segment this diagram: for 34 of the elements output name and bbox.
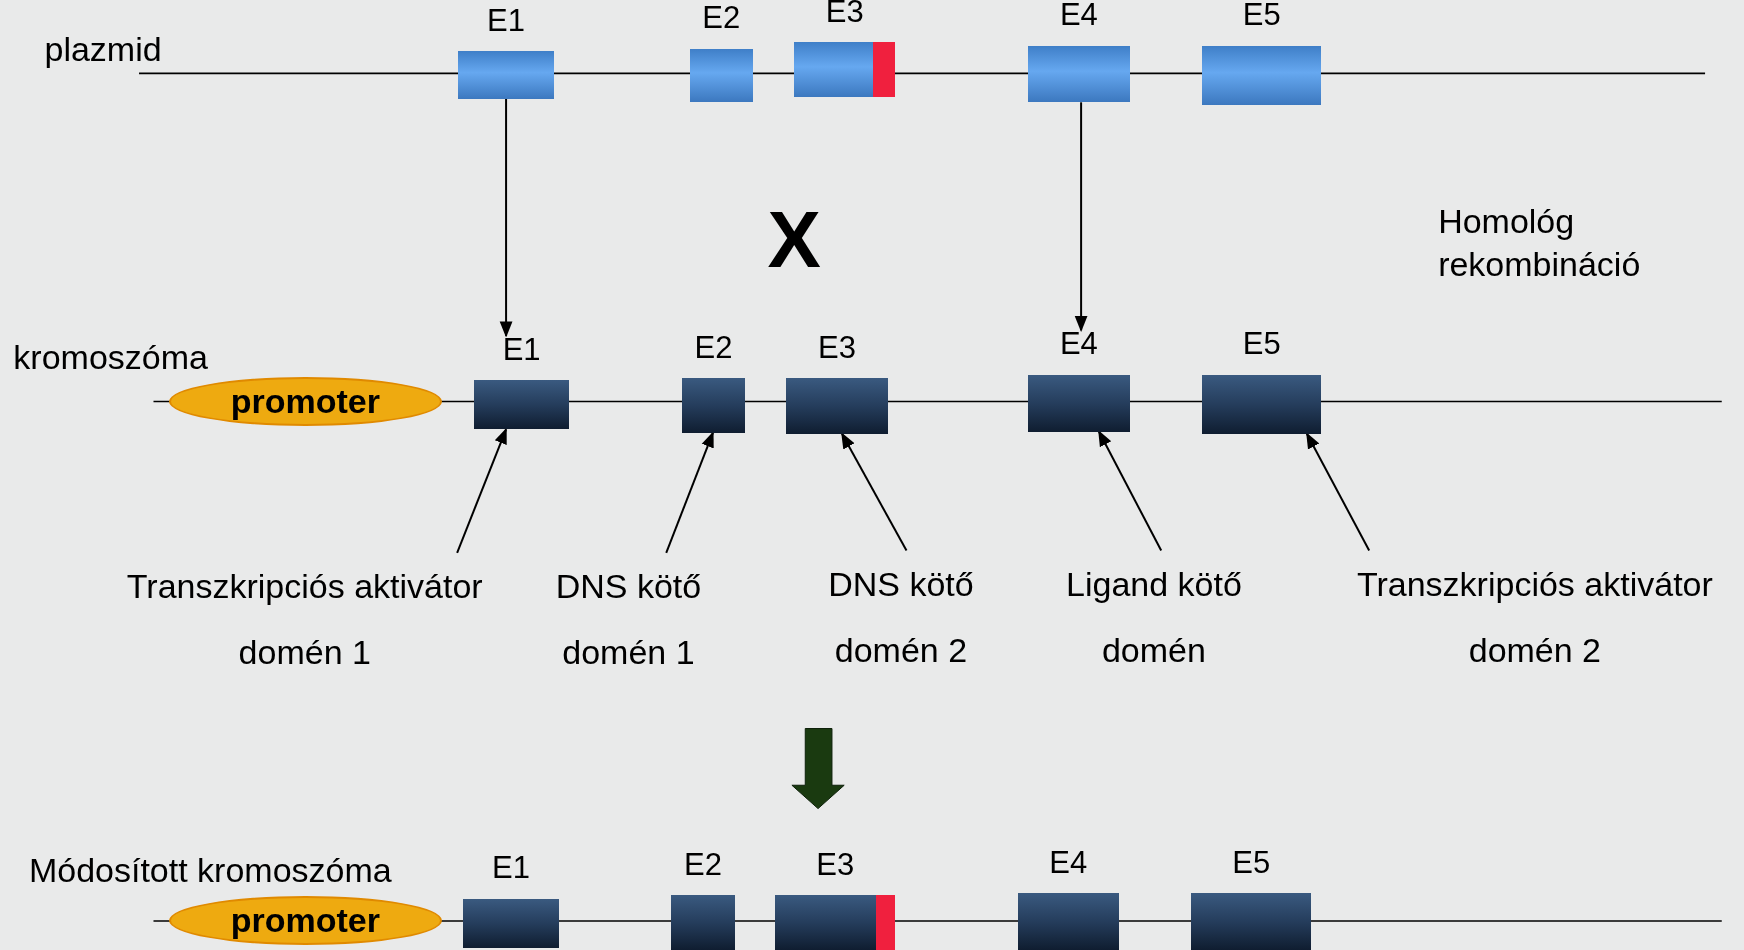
exon-label: E5	[1241, 326, 1282, 363]
leader-arrow	[456, 427, 508, 554]
exon-label: E3	[817, 329, 857, 366]
leader-arrow	[840, 432, 908, 552]
line-label: plazmid	[44, 31, 162, 68]
exon-label: E1	[501, 331, 542, 368]
exon-label: E2	[701, 0, 742, 37]
line-label: kromoszóma	[13, 339, 208, 376]
leader-arrow	[1305, 432, 1371, 552]
exon-label: E4	[1048, 844, 1089, 881]
domain-label: Transzkripciós aktivátor domén 2	[1355, 563, 1714, 671]
exon-label: E3	[824, 0, 865, 30]
domain-label: DNS kötő domén 2	[827, 563, 975, 671]
exon-label: E3	[815, 846, 856, 883]
promoter-label: promoter	[230, 382, 380, 421]
leader-arrow	[1097, 430, 1163, 552]
exon-label: E4	[1058, 0, 1099, 34]
cross-mark: X	[767, 200, 821, 281]
leader-arrow	[665, 431, 714, 554]
line-label: Módosított kromoszóma	[28, 851, 392, 888]
exon-label: E2	[682, 846, 723, 883]
arrow	[1074, 101, 1088, 332]
arrow	[499, 98, 513, 338]
exon-label: E4	[1058, 326, 1099, 363]
promoter-label: promoter	[230, 901, 380, 941]
exon-label: E5	[1231, 844, 1272, 881]
domain-label: Transzkripciós aktivátor domén 1	[125, 565, 484, 673]
domain-label: DNS kötő domén 1	[554, 565, 703, 673]
exon-label: E1	[486, 2, 526, 39]
exon-label: E5	[1241, 0, 1282, 34]
exon-label: E1	[491, 850, 531, 887]
exon-label: E2	[693, 329, 734, 366]
domain-label: Ligand kötő domén	[1065, 563, 1243, 671]
process-label: Homológ rekombináció	[1438, 201, 1642, 286]
